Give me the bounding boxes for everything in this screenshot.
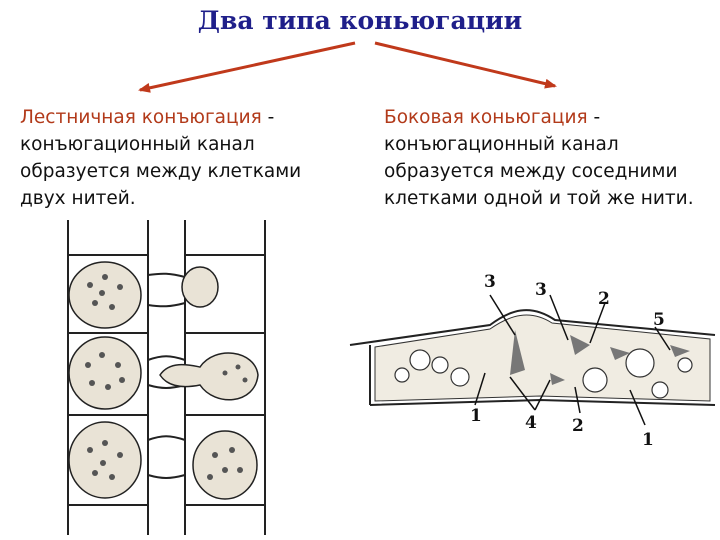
branch-arrows [138,41,557,93]
lateral-label-3a: 3 [484,272,496,292]
lateral-conjugation-text: Боковая коньюгация - конъюгационный кана… [384,104,714,212]
lateral-dash: - [587,107,601,128]
ladder-description: конъюгационный канал образуется между кл… [20,134,302,209]
lateral-label-5: 5 [653,310,665,330]
arrow-right [374,41,557,89]
lateral-label-2a: 2 [598,289,610,309]
ladder-heading: Лестничная конъюгация [20,107,262,128]
lateral-label-1a: 1 [470,406,482,426]
lateral-label-3b: 3 [535,280,547,300]
lateral-description: конъюгационный канал образуется между со… [384,134,694,209]
ladder-conjugation-illustration [67,220,266,535]
ladder-conjugation-text: Лестничная конъюгация - конъюгационный к… [20,104,350,212]
arrow-left [138,41,356,93]
lateral-label-2b: 2 [572,416,584,436]
lateral-heading: Боковая коньюгация [384,107,588,128]
ladder-dash: - [261,107,275,128]
lateral-label-1b: 1 [642,430,654,450]
lateral-conjugation-illustration [349,294,716,426]
lateral-label-4: 4 [525,413,537,433]
page-title: Два типа коньюгации [197,6,523,35]
